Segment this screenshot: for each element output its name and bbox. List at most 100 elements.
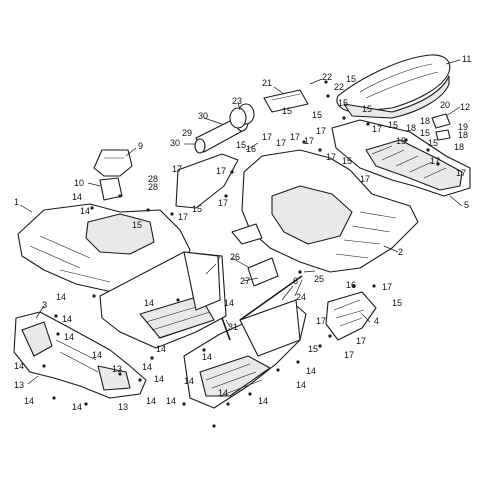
callout-14: 14 [72,192,82,202]
callout-20: 20 [440,100,450,110]
callout-14: 14 [202,352,212,362]
callout-15: 15 [346,74,356,84]
callout-17: 17 [316,316,326,326]
headlight-bracket [99,177,123,201]
callout-19: 19 [458,122,468,132]
callout-14: 14 [80,206,90,216]
callout-17: 17 [456,168,466,178]
callout-17: 17 [290,132,300,142]
callout-25: 25 [314,274,324,284]
callout-12: 12 [460,102,470,112]
air-filter [229,103,255,129]
callout-17: 17 [372,124,382,134]
callout-17: 17 [262,132,272,142]
callout-17: 17 [360,174,370,184]
callout-14: 14 [146,396,156,406]
seat-latch-parts [431,113,451,141]
callout-15: 15 [342,156,352,166]
access-cover [263,89,309,113]
callout-14: 14 [296,380,306,390]
callout-11: 11 [462,54,471,64]
callout-14: 14 [306,366,316,376]
center-body [231,149,419,273]
callout-1: 1 [14,197,19,207]
callout-14: 14 [56,292,66,302]
callout-21: 21 [262,78,272,88]
callout-17: 17 [218,198,228,208]
callout-15: 15 [420,128,430,138]
callout-30: 30 [170,138,180,148]
callout-14: 14 [154,374,164,384]
callout-15: 15 [308,344,318,354]
callout-28: 28 [148,174,158,184]
side-panel-right [325,291,377,341]
callout-14: 14 [14,361,24,371]
callout-18: 18 [420,116,430,126]
callout-10: 10 [74,178,84,188]
callout-31: 31 [228,322,238,332]
callout-4: 4 [374,316,379,326]
callout-14: 14 [258,396,268,406]
callout-15: 15 [392,298,402,308]
callout-17: 17 [356,336,366,346]
callout-13b: 13 [118,402,128,412]
callout-15: 15 [282,106,292,116]
seat [336,54,451,119]
callout-15: 15 [396,136,406,146]
callout-6: 6 [293,276,298,286]
callout-3: 3 [42,300,47,310]
callout-18: 18 [406,123,416,133]
callout-15: 15 [236,140,246,150]
footrest-right [183,299,307,409]
callout-27: 27 [240,276,250,286]
callout-18: 18 [454,142,464,152]
callout-28: 28 [148,182,158,192]
callout-22: 22 [334,82,344,92]
callout-15: 15 [388,120,398,130]
callout-14: 14 [166,396,176,406]
callout-5: 5 [464,200,469,210]
leader-lines [19,59,463,385]
headlight-cover [93,149,133,177]
front-bumper [13,311,147,399]
callout-17: 17 [216,166,226,176]
callout-14: 14 [24,396,34,406]
callout-15: 15 [312,110,322,120]
callout-14: 14 [156,344,166,354]
callout-17: 17 [430,156,440,166]
callout-14: 14 [64,332,74,342]
callout-2: 2 [398,247,403,257]
upper-shroud [175,153,239,209]
callout-14: 14 [92,350,102,360]
callout-15: 15 [338,98,348,108]
callout-14: 14 [184,376,194,386]
callout-17: 17 [344,350,354,360]
callout-14: 14 [142,362,152,372]
callout-15: 15 [132,220,142,230]
callout-13a: 13 [14,380,24,390]
callout-7: 7 [216,254,221,264]
warning-label [247,257,279,287]
callout-30: 30 [198,111,208,121]
callout-9: 9 [138,141,143,151]
callout-14: 14 [62,314,72,324]
callout-17: 17 [276,138,286,148]
callout-15: 15 [192,204,202,214]
callout-17: 17 [172,164,182,174]
linkage-rod [221,275,303,341]
callout-14: 14 [224,298,234,308]
callout-16: 16 [346,280,356,290]
callout-14: 14 [72,402,82,412]
fasteners [42,80,440,428]
callout-17: 17 [316,126,326,136]
callout-15: 15 [428,138,438,148]
callout-26: 26 [230,252,240,262]
callout-18: 18 [458,130,468,140]
callout-15: 15 [362,104,372,114]
callout-24: 24 [296,292,306,302]
callout-16: 16 [246,144,256,154]
callout-29: 29 [182,128,192,138]
callout-labels: 1 2 3 4 5 6 7 9 10 11 12 13 13 13 14 14 … [14,54,471,412]
